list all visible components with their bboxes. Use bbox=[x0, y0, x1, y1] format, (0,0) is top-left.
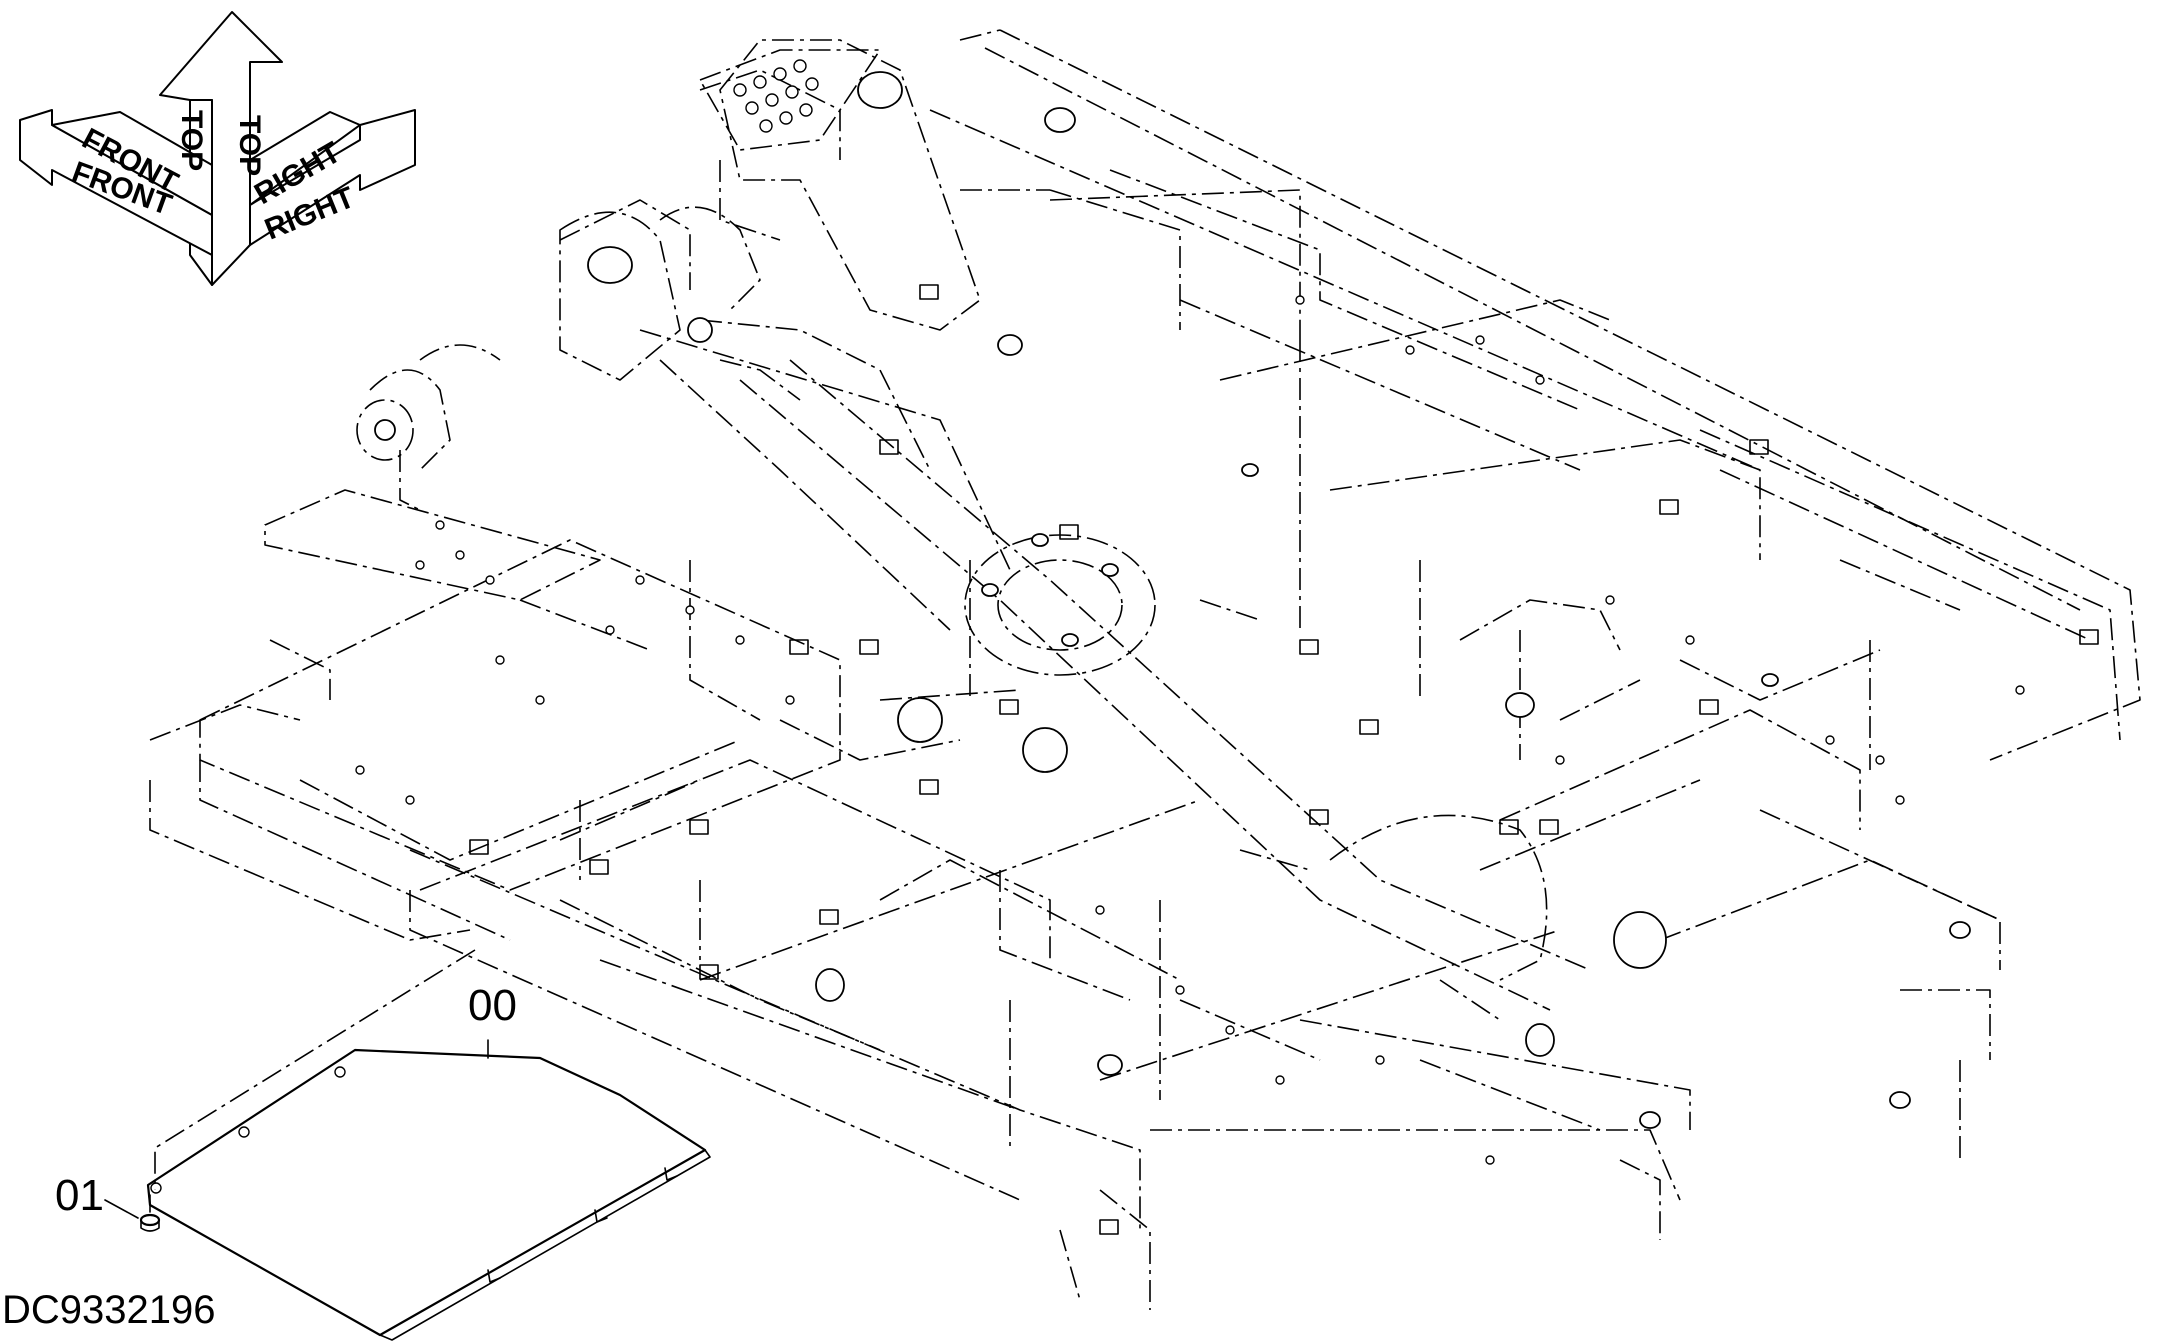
orientation-top-label-shadow: TOP bbox=[233, 115, 266, 176]
frame-brackets bbox=[469, 284, 2099, 1235]
step-plate-holes bbox=[733, 59, 819, 133]
cover-plate-part[interactable] bbox=[146, 1048, 711, 1341]
callout-00: 00 bbox=[468, 981, 517, 1059]
drawing-number: DC9332196 bbox=[2, 1288, 216, 1332]
frame-holes bbox=[355, 295, 2025, 1165]
cover-hole bbox=[334, 1066, 346, 1078]
step-plate bbox=[699, 49, 881, 151]
cover-alignment-line bbox=[154, 949, 476, 1190]
callout-00-label: 00 bbox=[468, 981, 517, 1030]
callout-01: 01 bbox=[55, 1171, 139, 1220]
cover-hole bbox=[238, 1126, 250, 1138]
boom-foot-bosses bbox=[356, 39, 1076, 471]
orientation-arrows-icon: FRONT FRONT TOP TOP RIGHT RIGHT bbox=[19, 11, 416, 286]
callout-01-label: 01 bbox=[55, 1171, 104, 1220]
cover-hole bbox=[150, 1182, 162, 1194]
bolt-part[interactable] bbox=[139, 1194, 161, 1232]
main-frame-phantom bbox=[149, 29, 2141, 1310]
orientation-top-label: TOP bbox=[175, 110, 208, 171]
